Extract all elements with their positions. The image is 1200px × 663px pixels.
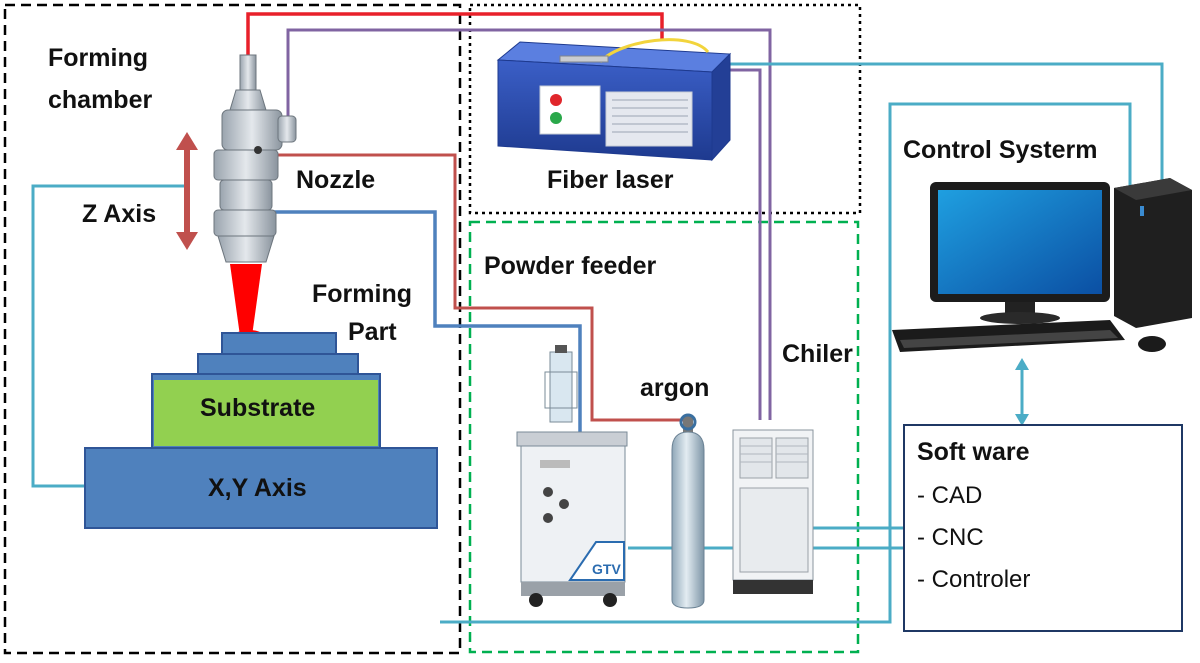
chiller-device — [732, 429, 814, 594]
software-title: Soft ware — [917, 438, 1030, 466]
forming-chamber-label-line2: chamber — [48, 86, 153, 114]
arrowhead-up — [1015, 358, 1029, 370]
control-line-laser — [718, 62, 1164, 188]
control-line-xy — [31, 184, 190, 488]
feeder-brand-text: GTV — [592, 561, 621, 577]
xy-axis-label: X,Y Axis — [208, 474, 307, 502]
laser-beam — [230, 264, 262, 336]
forming-chamber-boundary — [3, 3, 462, 655]
z-arrowhead-up — [176, 132, 198, 150]
nozzle-chiller-line — [286, 28, 772, 420]
argon-label: argon — [640, 374, 710, 402]
powder-feeder-device: GTV — [516, 345, 628, 607]
fiber-laser-boundary — [468, 3, 862, 215]
powder-line — [268, 210, 582, 436]
argon-cylinder — [671, 413, 705, 609]
powder-feeder-boundary — [468, 220, 860, 654]
software-item-cnc: - CNC — [917, 524, 984, 551]
control-system-label: Control Systerm — [903, 136, 1098, 164]
top-plate — [221, 332, 337, 355]
software-box: Soft ware - CAD - CNC - Controler — [903, 424, 1183, 632]
software-item-cad: - CAD — [917, 482, 983, 509]
xy-axis-block — [84, 447, 438, 529]
computer-device — [892, 178, 1192, 352]
forming-chamber-label-line1: Forming — [48, 44, 148, 72]
chiller-label: Chiler — [782, 340, 853, 368]
forming-part-layer — [197, 353, 359, 375]
fiber-laser-label: Fiber laser — [547, 166, 674, 194]
laser-power-line — [246, 12, 664, 90]
powder-feeder-label: Powder feeder — [484, 252, 657, 280]
forming-part-label-line1: Forming — [312, 280, 412, 308]
control-line-pc — [440, 102, 1132, 624]
z-arrowhead-down — [176, 232, 198, 250]
forming-part-label-line2: Part — [348, 318, 397, 346]
z-axis-label: Z Axis — [82, 200, 157, 228]
nozzle-label: Nozzle — [296, 166, 376, 194]
fiber-laser-device — [496, 38, 732, 162]
arrowhead-down — [1015, 414, 1029, 426]
substrate-label: Substrate — [200, 394, 316, 422]
nozzle-head — [213, 54, 297, 263]
software-item-controler: - Controler — [917, 566, 1031, 593]
substrate-fill — [154, 380, 378, 446]
